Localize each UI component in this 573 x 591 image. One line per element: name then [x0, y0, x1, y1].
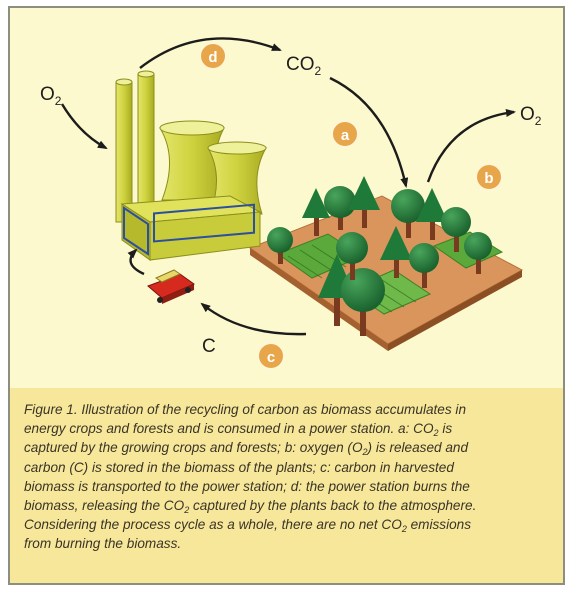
power-station: [115, 70, 267, 261]
truck: [147, 269, 196, 304]
c-bottom-label: C: [202, 336, 216, 357]
tree: [441, 207, 471, 252]
badge-a: a: [331, 120, 359, 148]
ground-plot: [248, 195, 524, 345]
svg-text:c: c: [267, 349, 275, 366]
caption-line: biomass, releasing the CO2 captured by t…: [24, 498, 477, 516]
tree: [336, 232, 368, 280]
co2-top-label: CO2: [286, 54, 322, 78]
tree: [302, 188, 330, 236]
caption-line: from burning the biomass.: [24, 536, 182, 552]
arrow-forest-to-truck: [200, 302, 307, 336]
arrow-truck-to-station: [127, 248, 145, 276]
arrow-co2-to-forest: [329, 76, 409, 188]
tree: [409, 243, 439, 288]
caption-line: biomass is transported to the power stat…: [24, 478, 470, 494]
caption-line: captured by the growing crops and forest…: [24, 440, 469, 458]
tree: [267, 227, 293, 264]
badge-d: d: [199, 42, 227, 70]
arrow-o2-to-station: [60, 103, 108, 150]
svg-text:a: a: [341, 127, 350, 144]
o2-left-label: O2: [40, 84, 62, 108]
tree: [391, 189, 425, 238]
svg-text:d: d: [208, 49, 217, 66]
badge-c: c: [257, 342, 285, 370]
tree: [416, 188, 448, 240]
chimney-middle: [137, 73, 155, 223]
figure-caption: Figure 1. Illustration of the recycling …: [10, 388, 563, 583]
o2-right-label: O2: [520, 104, 542, 128]
arrow-d-to-co2: [139, 37, 282, 69]
caption-line: carbon (C) is stored in the biomass of t…: [24, 459, 454, 475]
caption-line: Considering the process cycle as a whole…: [24, 517, 472, 535]
ground-edge-left: [250, 248, 388, 351]
arrow-forest-to-o2: [426, 109, 516, 183]
chimney-left: [115, 81, 133, 223]
forest: [267, 176, 492, 336]
ground-edge-right: [388, 270, 522, 351]
caption-line: energy crops and forests and is consumed…: [24, 421, 453, 439]
figure-panel: O2 CO2 O2 C d a b c Figure: [8, 6, 565, 585]
carbon-cycle-illustration: O2 CO2 O2 C d a b c: [10, 8, 563, 388]
tree: [380, 226, 412, 278]
building-window: [153, 203, 255, 243]
caption-text: Figure 1. Illustration of the recycling …: [24, 400, 551, 554]
tree: [348, 176, 380, 228]
badge-b: b: [475, 163, 503, 191]
svg-text:b: b: [484, 170, 493, 187]
caption-line: Figure 1. Illustration of the recycling …: [24, 402, 467, 417]
tree: [464, 232, 492, 274]
carbon-cycle-diagram: O2 CO2 O2 C d a b c: [40, 37, 542, 370]
